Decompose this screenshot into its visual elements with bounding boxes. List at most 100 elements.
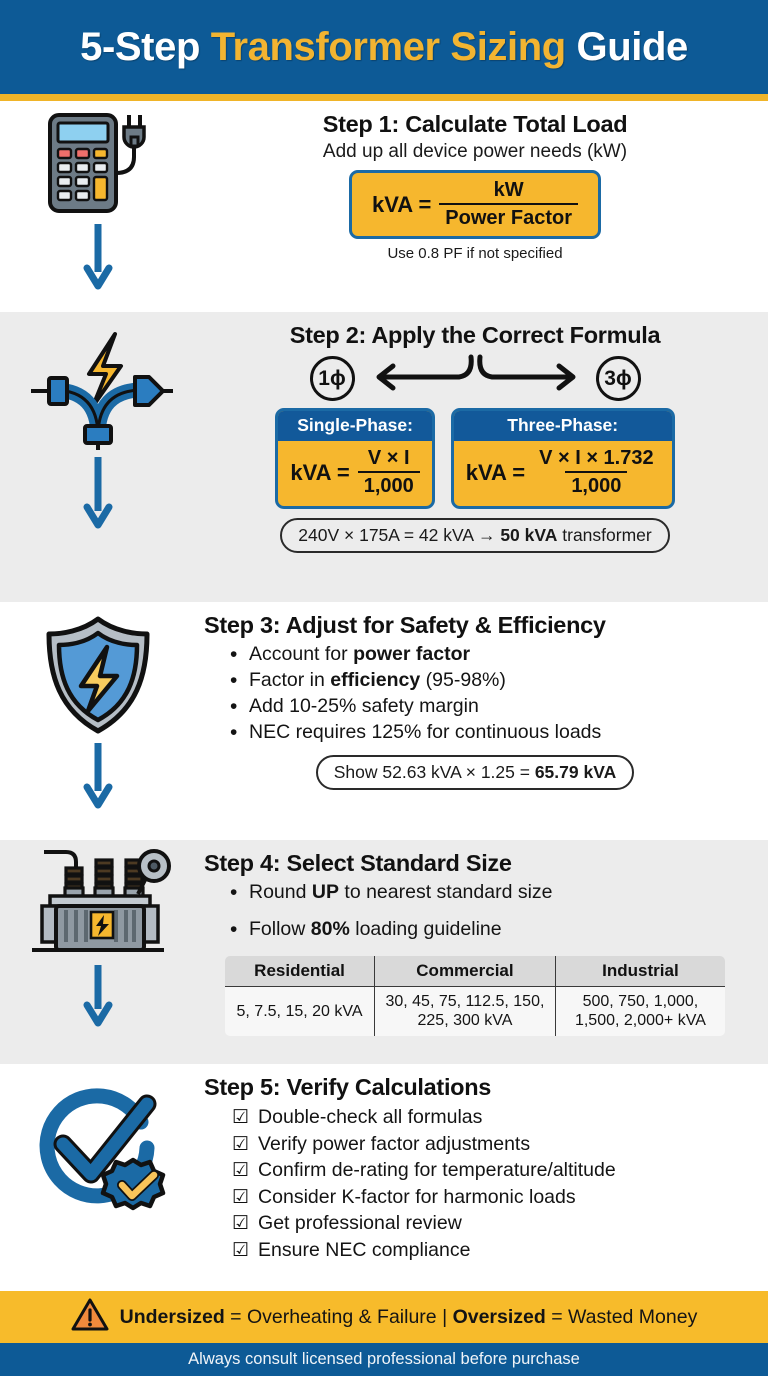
single-phase-numerator: V × I: [367, 447, 410, 469]
three-phase-badge: 3ϕ: [595, 356, 641, 401]
list-item: ☑ Get professional review: [232, 1210, 746, 1237]
standard-sizes-table: Residential Commercial Industrial 5, 7.5…: [222, 953, 728, 1038]
list-item: ☑ Double-check all formulas: [232, 1104, 746, 1131]
step-4-band: Step 4: Select Standard Size Round UP to…: [0, 840, 768, 1064]
step-3-icon-column: [0, 602, 196, 840]
table-cell: 30, 45, 75, 112.5, 150, 225, 300 kVA: [374, 985, 556, 1036]
shield-bolt-icon: [38, 614, 158, 741]
three-phase-card: Three-Phase: kVA = V × I × 1.732 1,000: [450, 408, 675, 509]
bullet-post: loading guideline: [349, 917, 502, 940]
bullet-text: Factor in: [249, 668, 331, 691]
step-5-content: Step 5: Verify Calculations ☑ Double-chec…: [196, 1064, 768, 1291]
step-4-icon-column: [0, 840, 196, 1064]
check-label: Consider K-factor for harmonic loads: [258, 1185, 576, 1208]
phase-double-arrow-icon: [363, 353, 588, 404]
checkbox-icon[interactable]: ☑: [232, 1186, 250, 1208]
list-item: NEC requires 125% for continuous loads: [230, 719, 746, 747]
bullet-text: Add 10-25% safety margin: [249, 694, 479, 717]
single-phase-card: Single-Phase: kVA = V × I 1,000: [275, 408, 435, 509]
table-header-row: Residential Commercial Industrial: [224, 955, 726, 987]
step-1-icon-column: [0, 101, 196, 312]
connector-arrow-2: [83, 455, 113, 602]
connector-arrow-4: [83, 963, 113, 1064]
formula-denominator: Power Factor: [439, 203, 578, 230]
warning-bar: Undersized = Overheating & Failure | Ove…: [0, 1291, 768, 1343]
step-3-example-prefix: Show 52.63 kVA × 1.25 =: [333, 761, 535, 782]
checkbox-icon[interactable]: ☑: [232, 1160, 250, 1182]
three-phase-card-header: Three-Phase:: [453, 411, 672, 441]
step-5-title: Step 5: Verify Calculations: [204, 1074, 492, 1100]
list-item: Add 10-25% safety margin: [230, 693, 746, 721]
calculator-plug-icon: [32, 109, 164, 222]
verify-checklist: ☑ Double-check all formulas ☑ Verify power…: [232, 1104, 746, 1263]
three-phase-lhs: kVA =: [465, 459, 526, 485]
step-2-example-suffix: transformer: [557, 525, 652, 545]
single-phase-denominator: 1,000: [357, 471, 420, 498]
phase-formula-cards: Single-Phase: kVA = V × I 1,000 Three-Ph…: [204, 408, 746, 509]
step-2-example-pill: 240V × 175A = 42 kVA → 50 kVA transforme…: [280, 518, 670, 553]
formula-numerator: kW: [493, 179, 524, 201]
step-1-formula-card: kVA = kW Power Factor: [348, 170, 601, 239]
step-3-example-bold: 65.79 kVA: [534, 761, 617, 782]
page-header: 5-Step Transformer Sizing Guide: [0, 0, 768, 94]
three-phase-fraction: V × I × 1.732 1,000: [533, 447, 660, 498]
warning-text: Undersized = Overheating & Failure | Ove…: [120, 1306, 698, 1329]
checkbox-icon[interactable]: ☑: [232, 1107, 250, 1128]
checkbox-icon[interactable]: ☑: [232, 1213, 250, 1235]
phase-selector-row: 1ϕ 3ϕ: [204, 353, 746, 404]
table-cell: 5, 7.5, 15, 20 kVA: [224, 985, 376, 1036]
check-label: Verify power factor adjustments: [258, 1132, 531, 1155]
warning-mid-1: = Overheating & Failure |: [224, 1305, 453, 1328]
check-label: Double-check all formulas: [258, 1106, 483, 1128]
list-item: ☑ Ensure NEC compliance: [232, 1237, 746, 1264]
warning-bold-oversized: Oversized: [452, 1305, 546, 1328]
list-item: Follow 80% loading guideline: [230, 916, 746, 944]
step-1-band: Step 1: Calculate Total Load Add up all …: [0, 101, 768, 312]
single-phase-lhs: kVA =: [290, 459, 350, 485]
warning-bold-undersized: Undersized: [119, 1305, 225, 1328]
single-phase-card-header: Single-Phase:: [278, 411, 432, 441]
step-3-content: Step 3: Adjust for Safety & Efficiency A…: [196, 602, 768, 840]
step-3-band: Step 3: Adjust for Safety & Efficiency A…: [0, 602, 768, 840]
single-phase-fraction: V × I 1,000: [357, 447, 420, 498]
table-cell: 500, 750, 1,000, 1,500, 2,000+ kVA: [554, 985, 726, 1036]
step-3-example-pill: Show 52.63 kVA × 1.25 = 65.79 kVA: [315, 754, 635, 790]
step-1-title: Step 1: Calculate Total Load: [322, 111, 628, 137]
check-label: Get professional review: [258, 1212, 462, 1235]
list-item: ☑ Confirm de-rating for temperature/altit…: [232, 1157, 746, 1184]
table-header-cell: Commercial: [374, 955, 556, 987]
three-phase-denominator: 1,000: [565, 471, 628, 498]
table-header-cell: Residential: [224, 955, 376, 987]
warning-mid-2: = Wasted Money: [545, 1305, 698, 1328]
checkbox-icon[interactable]: ☑: [232, 1133, 250, 1155]
step-4-bullet-list: Round UP to nearest standard size Follow…: [230, 879, 746, 944]
step-1-content: Step 1: Calculate Total Load Add up all …: [196, 101, 768, 312]
connector-arrow-1: [83, 222, 113, 312]
step-1-subtitle: Add up all device power needs (kW): [322, 141, 628, 162]
formula-lhs: kVA =: [371, 191, 432, 217]
checkbox-icon[interactable]: ☑: [232, 1239, 250, 1261]
check-label: Confirm de-rating for temperature/altitu…: [258, 1159, 616, 1182]
step-1-footnote: Use 0.8 PF if not specified: [387, 245, 563, 262]
step-5-icon-column: [0, 1064, 196, 1291]
check-label: Ensure NEC compliance: [258, 1238, 471, 1261]
step-4-content: Step 4: Select Standard Size Round UP to…: [196, 840, 768, 1064]
warning-triangle-icon: [71, 1298, 109, 1337]
list-item: Round UP to nearest standard size: [230, 879, 746, 907]
bullet-post: to nearest standard size: [338, 881, 553, 903]
title-highlight: Transformer Sizing: [210, 24, 567, 69]
bullet-text: Round: [249, 881, 312, 903]
step-2-band: Step 2: Apply the Correct Formula 1ϕ 3ϕ …: [0, 312, 768, 602]
step-2-example-prefix: 240V × 175A = 42 kVA →: [298, 525, 501, 545]
header-divider: [0, 94, 768, 101]
check-circle-badge-icon: [23, 1082, 173, 1237]
title-part-3: Guide: [565, 24, 689, 69]
transformer-icon: [22, 846, 174, 963]
step-4-title: Step 4: Select Standard Size: [204, 850, 512, 876]
step-2-title: Step 2: Apply the Correct Formula: [289, 322, 661, 348]
bullet-text: Account for: [249, 643, 354, 665]
step-2-content: Step 2: Apply the Correct Formula 1ϕ 3ϕ …: [196, 312, 768, 602]
list-item: ☑ Consider K-factor for harmonic loads: [232, 1184, 746, 1211]
list-item: Account for power factor: [230, 641, 746, 669]
